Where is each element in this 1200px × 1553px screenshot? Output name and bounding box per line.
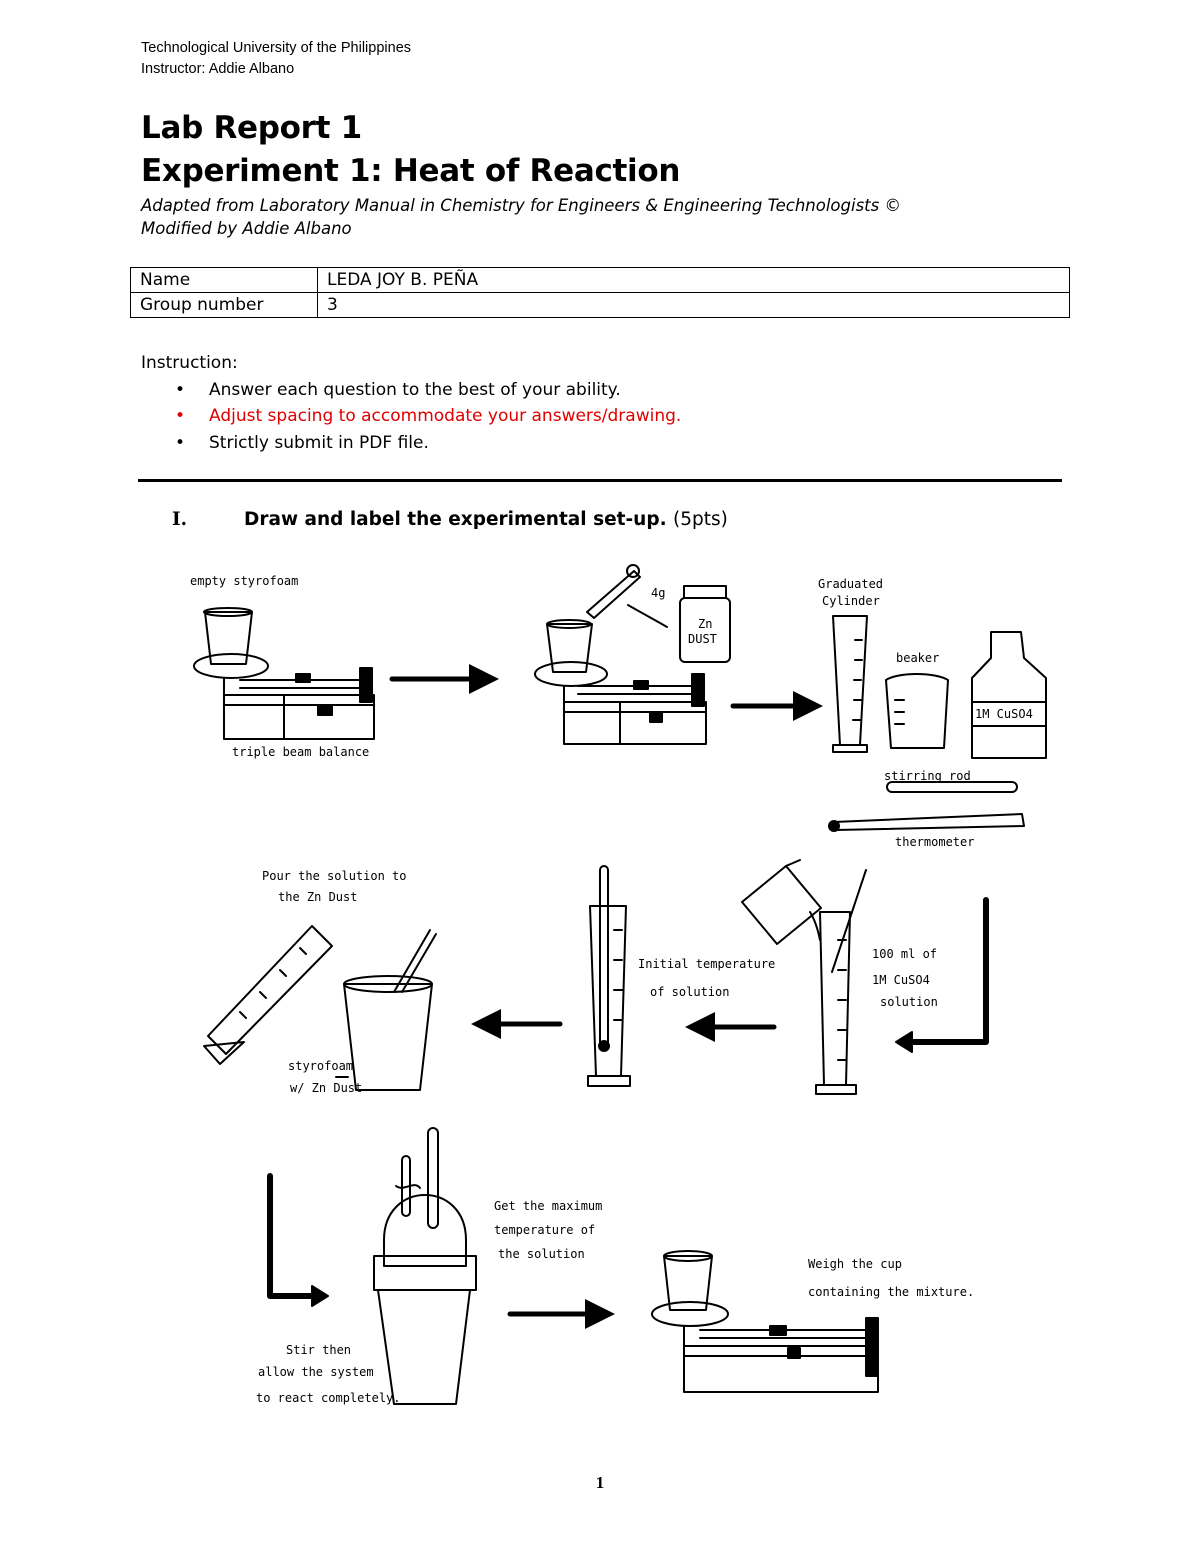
label-pour-2: the Zn Dust (278, 890, 357, 904)
label-styrofoam-zn-1: styrofoam (288, 1059, 353, 1073)
instruction-block: Instruction: Answer each question to the… (141, 350, 681, 456)
instructor-name: Instructor: Addie Albano (141, 61, 295, 77)
modified-by-line: Modified by Addie Albano (141, 219, 352, 238)
label-styrofoam-zn-2: w/ Zn Dust (290, 1081, 362, 1095)
label-initial-temp-2: of solution (650, 985, 729, 999)
label-pour-1: Pour the solution to (262, 869, 407, 883)
label-graduated: Graduated (818, 577, 883, 591)
label-initial-temp-1: Initial temperature (638, 957, 775, 971)
label-ml-1: 100 ml of (872, 947, 937, 961)
label-stir-3: to react completely. (256, 1391, 401, 1405)
label-cylinder: Cylinder (822, 594, 880, 608)
label-stirring-rod: stirring rod (884, 769, 971, 783)
label-cuso4-bottle: 1M CuSO4 (975, 707, 1033, 721)
document-header: Technological University of the Philippi… (141, 38, 411, 80)
glassware-group (828, 615, 1047, 832)
label-maximum-2: temperature of (494, 1223, 595, 1237)
label-ml-2: 1M CuSO4 (872, 973, 930, 987)
student-info-table: Name LEDA JOY B. PEÑA Group number 3 (130, 267, 1070, 318)
section-points: (5pts) (673, 509, 728, 530)
stirring-scene (373, 1127, 477, 1405)
label-maximum-3: the solution (498, 1247, 585, 1261)
instruction-list: Answer each question to the best of your… (141, 377, 681, 457)
table-row: Group number 3 (130, 292, 1070, 318)
final-weighing (651, 1250, 879, 1393)
balance-empty-cup (193, 607, 375, 740)
label-weigh-2: containing the mixture. (808, 1285, 974, 1299)
section-number: I. (172, 509, 188, 530)
section-prompt: Draw and label the experimental set-up. (244, 509, 667, 530)
pouring-scene (741, 859, 867, 1095)
name-value: LEDA JOY B. PEÑA (317, 267, 1070, 293)
university-name: Technological University of the Philippi… (141, 40, 412, 56)
page-number: 1 (595, 1473, 605, 1492)
label-triple-beam: triple beam balance (232, 745, 369, 759)
label-stir-1: Stir then (286, 1343, 351, 1357)
label-weigh-1: Weigh the cup (808, 1257, 902, 1271)
label-stir-2: allow the system (258, 1365, 374, 1379)
cylinder-thermometer (587, 865, 631, 1087)
label-maximum-1: Get the maximum (494, 1199, 602, 1213)
arrow-icon (907, 897, 989, 1045)
label-ml-3: solution (880, 995, 938, 1009)
report-title: Lab Report 1 (141, 110, 362, 146)
label-4g: 4g (651, 586, 665, 600)
instruction-heading: Instruction: (141, 353, 238, 373)
label-beaker: beaker (896, 651, 939, 665)
source-line: Adapted from Laboratory Manual in Chemis… (141, 196, 901, 215)
label-dust: DUST (688, 632, 717, 646)
pour-cylinder-cup (203, 925, 437, 1091)
label-zn: Zn (698, 617, 712, 631)
section-text: Draw and label the experimental set-up. … (244, 509, 728, 530)
group-label: Group number (130, 292, 318, 318)
arrow-icon (267, 1173, 317, 1299)
list-item: Strictly submit in PDF file. (175, 430, 681, 457)
group-value: 3 (317, 292, 1070, 318)
balance-cup-zn (534, 564, 731, 745)
label-thermometer: thermometer (895, 835, 974, 849)
list-item: Adjust spacing to accommodate your answe… (175, 403, 681, 430)
experiment-title: Experiment 1: Heat of Reaction (141, 153, 681, 189)
section-divider (138, 479, 1062, 482)
source-note: Adapted from Laboratory Manual in Chemis… (141, 194, 901, 240)
label-empty-styrofoam: empty styrofoam (190, 574, 298, 588)
list-item: Answer each question to the best of your… (175, 377, 681, 404)
